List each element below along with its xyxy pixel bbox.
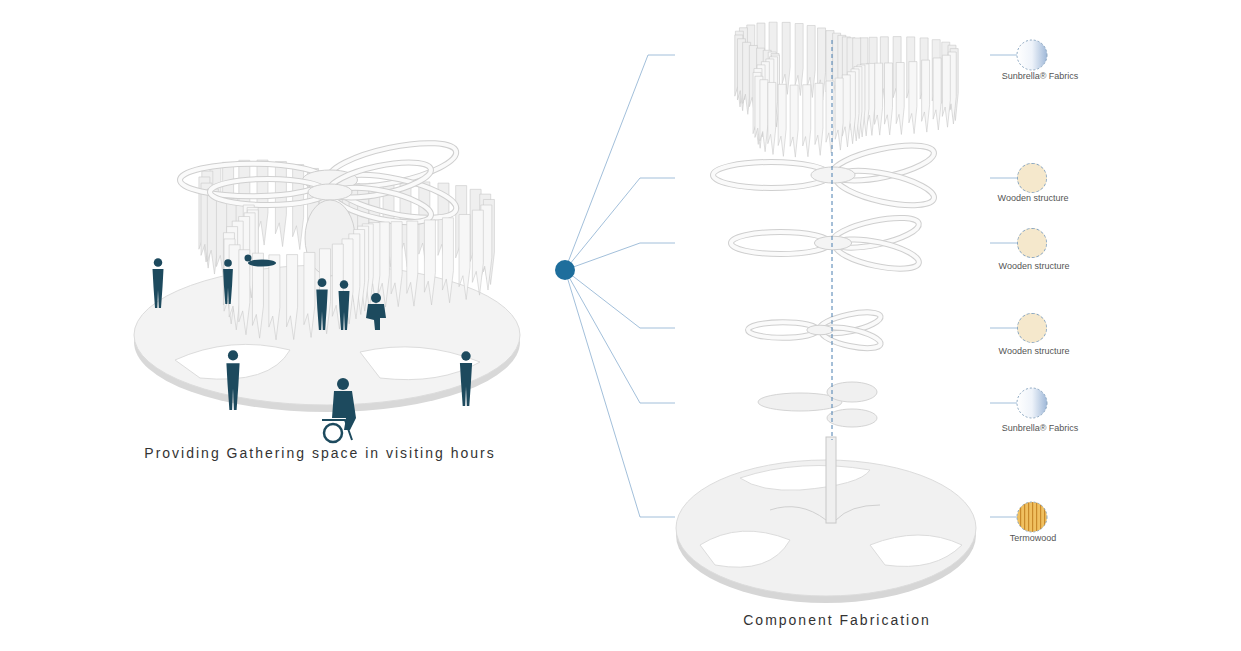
person-body [153, 269, 164, 308]
person-head [228, 350, 238, 360]
person-head [371, 293, 381, 303]
caption-text: Providing Gathering space in visiting ho… [144, 445, 495, 461]
fabric-fin [424, 220, 435, 305]
fabric-fin [472, 210, 483, 295]
wood-swatch [1017, 502, 1047, 532]
fabric-fin [760, 80, 768, 152]
fabric-fin [803, 85, 811, 157]
fabric-fin [884, 63, 892, 135]
person-body [316, 289, 327, 330]
fabric-fin [795, 24, 803, 96]
pavilion-canopy [180, 134, 494, 339]
person-head [340, 280, 349, 289]
material-label: Wooden structure [999, 346, 1070, 356]
fabric-fin [896, 63, 904, 135]
material-swatch [1017, 228, 1047, 258]
fabric-fin [909, 62, 917, 134]
material-swatch [1017, 163, 1047, 193]
fabric-swatch [1017, 388, 1047, 418]
fabric-fin [815, 83, 823, 155]
fabric-fin [778, 84, 786, 156]
fabric-fin [459, 214, 470, 299]
ring-hub [811, 167, 855, 183]
person-head [318, 278, 327, 287]
person-head [337, 378, 349, 390]
axis-line [832, 40, 833, 440]
wooden-rings [713, 138, 937, 352]
fabric-fin [768, 82, 776, 154]
material-swatch [1017, 313, 1047, 343]
people-silhouettes [153, 255, 473, 443]
person-head [224, 259, 232, 267]
hub-dot [555, 260, 575, 280]
person-body [226, 363, 239, 410]
material-label: Termowood [1010, 533, 1057, 543]
person-head [461, 351, 470, 360]
ring-hub [308, 184, 352, 200]
wheelchair-wheel [324, 424, 342, 442]
material-label: Wooden structure [998, 193, 1069, 203]
fabric-fin [287, 255, 298, 340]
fabric-fin [293, 165, 304, 250]
fabric-fin [407, 221, 418, 306]
material-label: Sunbrella® Fabrics [1002, 423, 1079, 433]
person-body [339, 291, 350, 330]
leader-lines [565, 55, 1017, 517]
fabric-swatch [1017, 40, 1047, 70]
fabric-fin [304, 252, 315, 337]
person-head [154, 258, 163, 267]
material-label: Wooden structure [999, 261, 1070, 271]
fabric-fin [942, 55, 950, 127]
person-head [245, 255, 252, 262]
person-body [460, 363, 472, 406]
ring-hub [807, 325, 833, 335]
fabric-fin [790, 85, 798, 157]
fabric-fin [442, 218, 453, 303]
fabric-fin [875, 63, 883, 135]
wheelchair-frame [322, 420, 352, 440]
fabric-disc [758, 382, 877, 427]
person-body [248, 260, 276, 267]
column [826, 437, 836, 523]
person-body [223, 269, 233, 304]
ring-hub [814, 236, 851, 250]
fabric-fin [933, 58, 941, 130]
fabric-fin [269, 255, 280, 340]
fabric-fin [782, 22, 790, 94]
fabric-fin [835, 78, 843, 150]
fabric-fin [391, 222, 402, 307]
person-body [366, 304, 386, 330]
fabric-fin [826, 81, 834, 153]
fabric-fin [922, 60, 930, 132]
caption-text: Component Fabrication [743, 612, 931, 628]
material-label: Sunbrella® Fabrics [1002, 71, 1079, 81]
fabric-fins [735, 22, 958, 157]
